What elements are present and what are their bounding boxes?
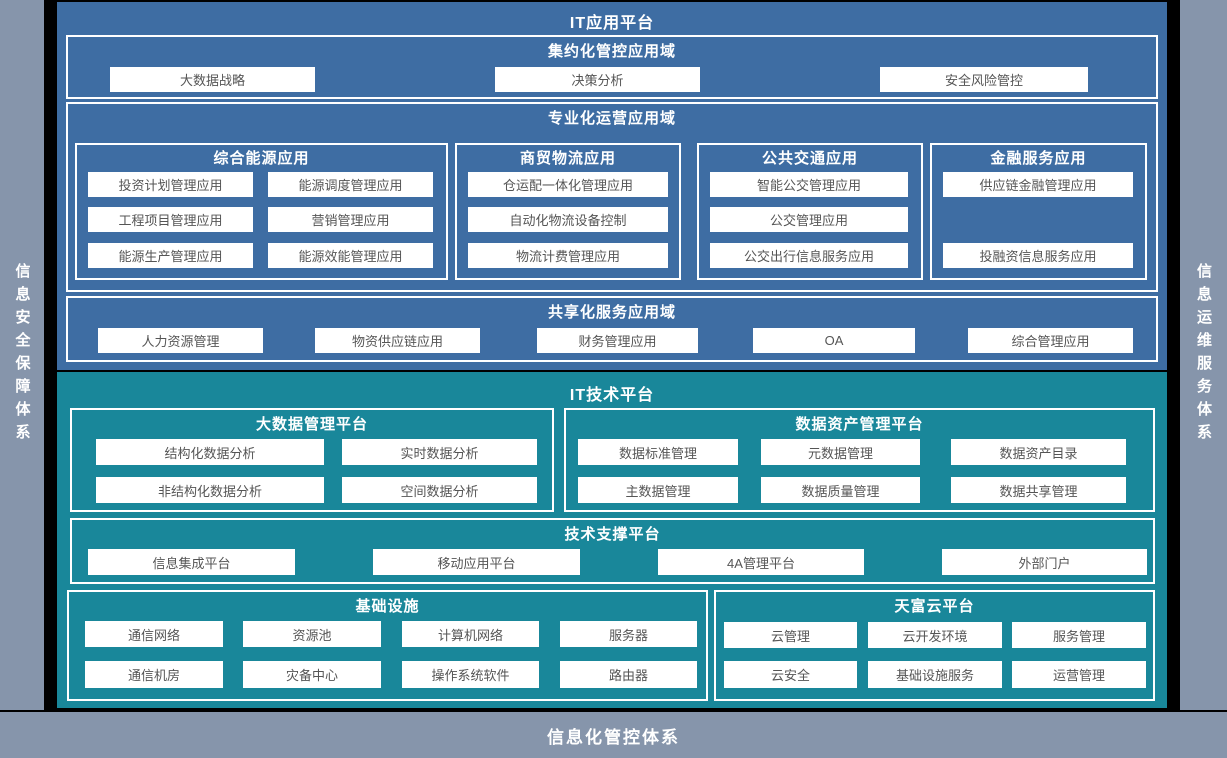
panel-tianfu-cloud-title: 天富云平台 xyxy=(894,598,975,615)
box-financial-mgmt: 财务管理应用 xyxy=(537,328,698,353)
box-cloud-mgmt: 云管理 xyxy=(724,622,857,648)
box-structured-data-analysis: 结构化数据分析 xyxy=(96,439,324,465)
panel-infrastructure-title: 基础设施 xyxy=(355,598,420,615)
box-data-quality-mgmt: 数据质量管理 xyxy=(761,477,920,503)
panel-data-asset-mgmt: 数据资产管理平台 数据标准管理 元数据管理 数据资产目录 主数据管理 数据质量管… xyxy=(564,408,1155,512)
box-data-sharing-mgmt: 数据共享管理 xyxy=(951,477,1126,503)
box-hr-mgmt: 人力资源管理 xyxy=(98,328,263,353)
group-integrated-energy: 综合能源应用 投资计划管理应用 能源调度管理应用 工程项目管理应用 营销管理应用… xyxy=(75,143,448,280)
group-trade-logistics-title: 商贸物流应用 xyxy=(519,150,616,167)
box-marketing-mgmt: 营销管理应用 xyxy=(268,207,433,232)
box-energy-dispatch-mgmt: 能源调度管理应用 xyxy=(268,172,433,197)
box-cloud-dev-env: 云开发环境 xyxy=(868,622,1002,648)
group-public-transit-title: 公共交通应用 xyxy=(761,150,858,167)
bottom-bar-label: 信息化管控体系 xyxy=(547,727,680,747)
panel-tech-support: 技术支撑平台 信息集成平台 移动应用平台 4A管理平台 外部门户 xyxy=(70,518,1155,584)
panel-tech-support-title: 技术支撑平台 xyxy=(564,526,661,543)
bottom-bar-informatization-control-system: 信息化管控体系 xyxy=(0,712,1227,758)
box-router: 路由器 xyxy=(560,661,697,688)
panel-bigdata-mgmt: 大数据管理平台 结构化数据分析 实时数据分析 非结构化数据分析 空间数据分析 xyxy=(70,408,554,512)
box-info-integration-platform: 信息集成平台 xyxy=(88,549,295,575)
box-resource-pool: 资源池 xyxy=(243,621,381,647)
panel-infrastructure: 基础设施 通信网络 资源池 计算机网络 服务器 通信机房 灾备中心 操作系统软件… xyxy=(67,590,708,701)
box-bus-mgmt: 公交管理应用 xyxy=(710,207,908,232)
box-security-risk-control: 安全风险管控 xyxy=(880,67,1088,92)
panel-bigdata-title: 大数据管理平台 xyxy=(255,416,368,433)
box-metadata-mgmt: 元数据管理 xyxy=(761,439,920,465)
domain-intensive-control: 集约化管控应用域 大数据战略 决策分析 安全风险管控 xyxy=(66,35,1158,99)
box-operation-mgmt: 运营管理 xyxy=(1012,661,1146,688)
box-investment-financing-info-service: 投融资信息服务应用 xyxy=(943,243,1133,268)
box-decision-analysis: 决策分析 xyxy=(495,67,700,92)
app-platform-title: IT应用平台 xyxy=(569,15,655,32)
box-data-asset-catalog: 数据资产目录 xyxy=(951,439,1126,465)
group-financial-services: 金融服务应用 供应链金融管理应用 投融资信息服务应用 xyxy=(930,143,1147,280)
box-comm-network: 通信网络 xyxy=(85,621,223,647)
it-application-platform-panel: IT应用平台 集约化管控应用域 大数据战略 决策分析 安全风险管控 专业化运营应… xyxy=(57,2,1167,370)
box-warehouse-transport-integration: 仓运配一体化管理应用 xyxy=(468,172,668,197)
left-bar-info-security-system: 信息安全保障体系 xyxy=(0,0,44,710)
box-unstructured-data-analysis: 非结构化数据分析 xyxy=(96,477,324,503)
box-material-supply-chain: 物资供应链应用 xyxy=(315,328,480,353)
box-energy-efficiency-mgmt: 能源效能管理应用 xyxy=(268,243,433,268)
box-disaster-recovery-center: 灾备中心 xyxy=(243,661,381,688)
group-public-transit: 公共交通应用 智能公交管理应用 公交管理应用 公交出行信息服务应用 xyxy=(697,143,923,280)
box-data-standard-mgmt: 数据标准管理 xyxy=(578,439,738,465)
box-oa: OA xyxy=(753,328,915,353)
box-computer-network: 计算机网络 xyxy=(402,621,539,647)
domain-intensive-title: 集约化管控应用域 xyxy=(547,43,676,60)
domain-specialized-title: 专业化运营应用域 xyxy=(547,110,676,127)
panel-data-asset-title: 数据资产管理平台 xyxy=(795,416,924,433)
domain-shared-services: 共享化服务应用域 人力资源管理 物资供应链应用 财务管理应用 OA 综合管理应用 xyxy=(66,296,1158,362)
box-spatial-data-analysis: 空间数据分析 xyxy=(342,477,537,503)
group-integrated-energy-title: 综合能源应用 xyxy=(213,150,310,167)
box-os-software: 操作系统软件 xyxy=(402,661,539,688)
box-automated-logistics-equipment: 自动化物流设备控制 xyxy=(468,207,668,232)
box-energy-production-mgmt: 能源生产管理应用 xyxy=(88,243,253,268)
box-supply-chain-finance-mgmt: 供应链金融管理应用 xyxy=(943,172,1133,197)
panel-tianfu-cloud: 天富云平台 云管理 云开发环境 服务管理 云安全 基础设施服务 运营管理 xyxy=(714,590,1155,701)
box-external-portal: 外部门户 xyxy=(942,549,1147,575)
box-logistics-billing-mgmt: 物流计费管理应用 xyxy=(468,243,668,268)
box-server: 服务器 xyxy=(560,621,697,647)
box-general-mgmt: 综合管理应用 xyxy=(968,328,1133,353)
box-realtime-data-analysis: 实时数据分析 xyxy=(342,439,537,465)
group-financial-services-title: 金融服务应用 xyxy=(990,150,1087,167)
right-bar-label: 信息运维服务体系 xyxy=(1195,263,1212,447)
tech-platform-title: IT技术平台 xyxy=(569,387,655,404)
box-infra-service: 基础设施服务 xyxy=(868,661,1002,688)
group-trade-logistics: 商贸物流应用 仓运配一体化管理应用 自动化物流设备控制 物流计费管理应用 xyxy=(455,143,681,280)
box-big-data-strategy: 大数据战略 xyxy=(110,67,315,92)
box-4a-mgmt-platform: 4A管理平台 xyxy=(658,549,864,575)
left-bar-label: 信息安全保障体系 xyxy=(13,263,31,447)
box-comm-room: 通信机房 xyxy=(85,661,223,688)
box-service-mgmt: 服务管理 xyxy=(1012,622,1146,648)
domain-shared-title: 共享化服务应用域 xyxy=(547,304,676,321)
box-bus-travel-info-service: 公交出行信息服务应用 xyxy=(710,243,908,268)
box-project-mgmt: 工程项目管理应用 xyxy=(88,207,253,232)
box-smart-bus-mgmt: 智能公交管理应用 xyxy=(710,172,908,197)
box-investment-plan-mgmt: 投资计划管理应用 xyxy=(88,172,253,197)
box-cloud-security: 云安全 xyxy=(724,661,857,688)
right-bar-info-ops-service-system: 信息运维服务体系 xyxy=(1180,0,1227,710)
it-technology-platform-panel: IT技术平台 大数据管理平台 结构化数据分析 实时数据分析 非结构化数据分析 空… xyxy=(57,372,1167,708)
box-master-data-mgmt: 主数据管理 xyxy=(578,477,738,503)
box-mobile-app-platform: 移动应用平台 xyxy=(373,549,580,575)
domain-specialized-operations: 专业化运营应用域 综合能源应用 投资计划管理应用 能源调度管理应用 工程项目管理… xyxy=(66,102,1158,292)
